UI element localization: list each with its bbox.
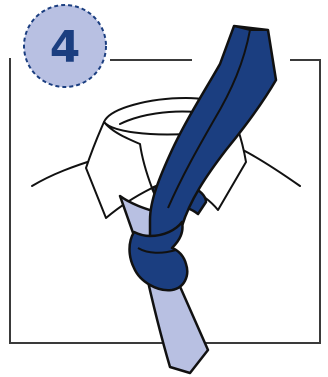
step-number: 4 [50,22,81,73]
step-badge: 4 [24,5,106,87]
left-collar-wing [86,122,152,218]
right-shoulder-line [243,150,300,186]
